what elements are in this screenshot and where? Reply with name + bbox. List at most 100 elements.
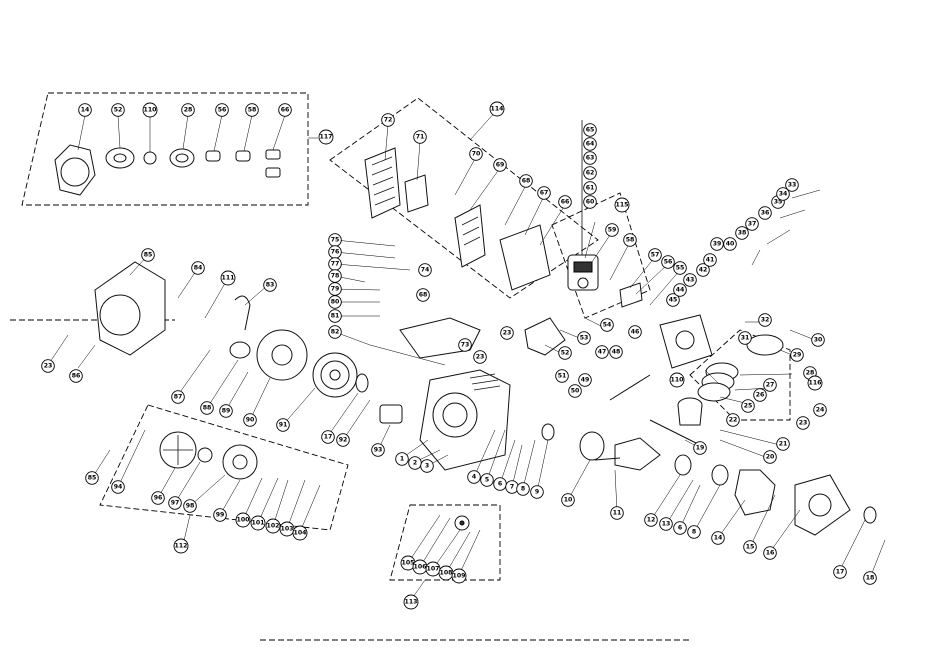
fan-91 bbox=[312, 352, 358, 398]
callout-circle bbox=[173, 538, 189, 554]
callout-15: 15 bbox=[743, 540, 757, 554]
callout-number: 74 bbox=[421, 267, 430, 274]
gasket-58 bbox=[235, 150, 251, 162]
callout-67: 67 bbox=[537, 186, 551, 200]
callout-number: 94 bbox=[114, 484, 123, 491]
callout-circle bbox=[263, 278, 277, 292]
callout-number: 53 bbox=[580, 335, 589, 342]
callout-116: 116 bbox=[807, 375, 823, 391]
callout-circle bbox=[711, 531, 725, 545]
callout-73: 73 bbox=[458, 338, 472, 352]
callout-46: 46 bbox=[628, 325, 642, 339]
callout-88: 88 bbox=[200, 401, 214, 415]
flywheel-90 bbox=[256, 329, 308, 381]
callout-25: 25 bbox=[741, 399, 755, 413]
callout-circle bbox=[473, 350, 487, 364]
callout-1: 1 bbox=[395, 452, 409, 466]
callout-circle bbox=[85, 471, 99, 485]
callout-circle bbox=[583, 123, 597, 137]
callout-68: 68 bbox=[519, 174, 533, 188]
callout-circle bbox=[623, 233, 637, 247]
camshaft-rod-49 bbox=[609, 374, 651, 401]
callout-circle bbox=[41, 359, 55, 373]
gasket-52-main bbox=[524, 317, 566, 356]
callout-number: 36 bbox=[761, 210, 770, 217]
callout-56: 56 bbox=[661, 255, 675, 269]
callout-circle bbox=[693, 441, 707, 455]
callout-circle bbox=[659, 517, 673, 531]
callout-number: 3 bbox=[425, 463, 429, 470]
callout-circle bbox=[610, 506, 624, 520]
carburetor-115 bbox=[567, 254, 599, 291]
callout-circle bbox=[395, 452, 409, 466]
callout-circle bbox=[530, 485, 544, 499]
callout-number: 56 bbox=[664, 259, 673, 266]
callout-circle bbox=[614, 197, 630, 213]
callout-circle bbox=[776, 437, 790, 451]
callout-6: 6 bbox=[673, 521, 687, 535]
callout-number: 69 bbox=[496, 162, 505, 169]
callout-circle bbox=[735, 226, 749, 240]
callout-number: 109 bbox=[453, 573, 466, 580]
callout-71: 71 bbox=[413, 130, 427, 144]
callout-circle bbox=[807, 375, 823, 391]
callout-31: 31 bbox=[738, 331, 752, 345]
callout-number: 114 bbox=[491, 106, 505, 113]
callout-circle bbox=[710, 237, 724, 251]
group-box-117 bbox=[21, 92, 309, 206]
callout-number: 86 bbox=[72, 373, 81, 380]
callout-11: 11 bbox=[610, 506, 624, 520]
callout-circle bbox=[561, 493, 575, 507]
callout-number: 106 bbox=[414, 564, 427, 571]
callout-circle bbox=[583, 151, 597, 165]
callout-number: 80 bbox=[331, 299, 340, 306]
callout-number: 6 bbox=[678, 525, 682, 532]
callout-number: 66 bbox=[281, 107, 290, 114]
callout-circle bbox=[371, 443, 385, 457]
callout-84: 84 bbox=[191, 261, 205, 275]
gasket-28 bbox=[169, 148, 195, 168]
callout-circle bbox=[219, 404, 233, 418]
bearing-12 bbox=[674, 454, 692, 476]
callout-circle bbox=[583, 181, 597, 195]
callout-circle bbox=[276, 418, 290, 432]
callout-circle bbox=[480, 473, 494, 487]
callout-69: 69 bbox=[493, 158, 507, 172]
callout-number: 117 bbox=[320, 134, 333, 141]
callout-number: 27 bbox=[766, 382, 775, 389]
callout-circle bbox=[328, 295, 342, 309]
callout-56: 56 bbox=[215, 103, 229, 117]
callout-number: 67 bbox=[540, 190, 549, 197]
callout-37: 37 bbox=[745, 217, 759, 231]
callout-circle bbox=[758, 313, 772, 327]
callout-number: 93 bbox=[374, 447, 383, 454]
callout-number: 15 bbox=[746, 544, 755, 551]
callout-57: 57 bbox=[648, 248, 662, 262]
callout-circle bbox=[763, 450, 777, 464]
callout-75: 75 bbox=[328, 233, 342, 247]
callout-number: 7 bbox=[510, 484, 514, 491]
callout-39: 39 bbox=[710, 237, 724, 251]
callout-58: 58 bbox=[245, 103, 259, 117]
callout-number: 34 bbox=[779, 191, 788, 198]
callout-number: 48 bbox=[612, 349, 621, 356]
starter-pulley-17 bbox=[355, 373, 369, 393]
callout-100: 100 bbox=[235, 512, 251, 528]
callout-number: 43 bbox=[686, 277, 695, 284]
callout-number: 52 bbox=[561, 350, 570, 357]
callout-number: 81 bbox=[331, 313, 340, 320]
callout-circle bbox=[578, 373, 592, 387]
callout-circle bbox=[151, 491, 165, 505]
callout-42: 42 bbox=[696, 263, 710, 277]
callout-circle bbox=[321, 430, 335, 444]
callout-number: 42 bbox=[699, 267, 708, 274]
callout-number: 2 bbox=[413, 460, 417, 467]
group-box-114 bbox=[329, 97, 599, 299]
callout-52: 52 bbox=[558, 346, 572, 360]
callout-13: 13 bbox=[659, 517, 673, 531]
callout-circle bbox=[661, 255, 675, 269]
callout-103: 103 bbox=[279, 521, 295, 537]
gasket-52 bbox=[105, 147, 135, 169]
callout-51: 51 bbox=[555, 369, 569, 383]
callout-number: 4 bbox=[472, 474, 477, 481]
